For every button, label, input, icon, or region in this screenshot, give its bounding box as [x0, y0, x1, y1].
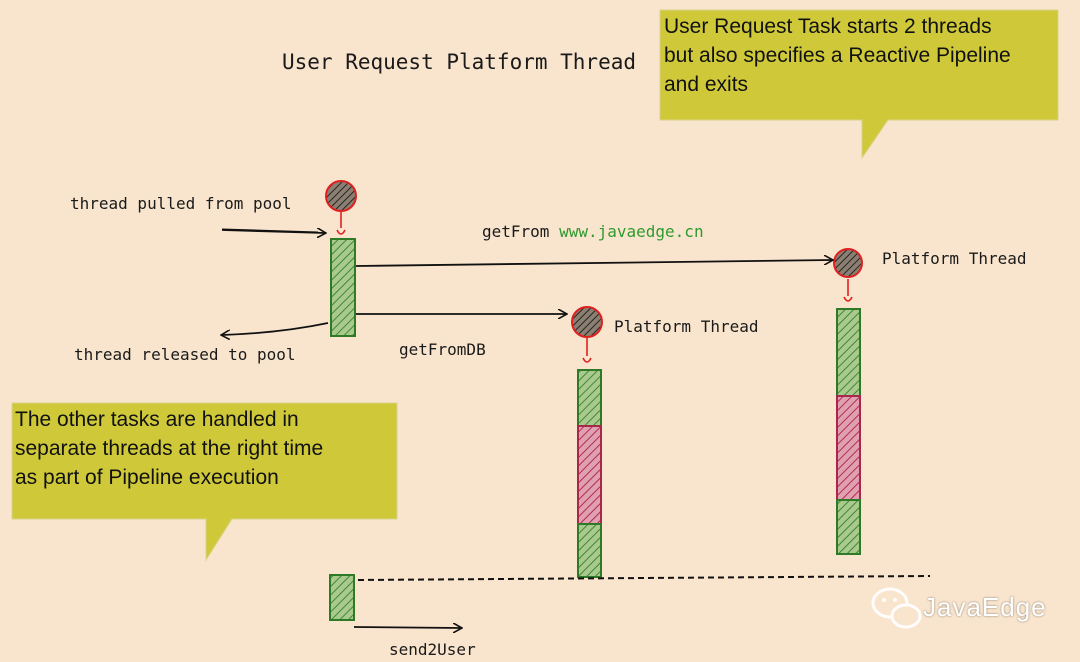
bottom-note-line: The other tasks are handled in	[15, 408, 299, 431]
label-platform-thread-top: Platform Thread	[882, 249, 1027, 268]
db-thread-bar-start	[577, 369, 602, 427]
thread-circle-web	[833, 248, 863, 302]
bottom-note-text: The other tasks are handled in separate …	[15, 405, 323, 492]
top-note-line: and exits	[664, 73, 749, 96]
top-note-line: User Request Task starts 2 threads	[664, 15, 992, 38]
db-thread-bar-end	[577, 523, 602, 578]
web-thread-bar-start	[836, 308, 861, 397]
arrow-pulled	[221, 230, 325, 233]
thread-circle-main	[325, 180, 357, 235]
pipeline-dashed-line	[357, 575, 931, 581]
top-note-text: User Request Task starts 2 threads but a…	[664, 12, 1011, 99]
diagram-title: User Request Platform Thread	[282, 50, 636, 74]
web-thread-bar-wait	[836, 395, 861, 501]
label-get-from: getFrom www.javaedge.cn	[482, 222, 704, 241]
thread-circle-db	[571, 306, 603, 363]
db-thread-bar-wait	[577, 425, 602, 525]
label-platform-thread-mid: Platform Thread	[614, 317, 759, 336]
label-send2user: send2User	[389, 640, 476, 659]
web-thread-bar-end	[836, 499, 861, 555]
bottom-note-line: as part of Pipeline execution	[15, 466, 279, 489]
label-thread-released: thread released to pool	[74, 345, 296, 364]
main-thread-bar	[330, 238, 356, 337]
send-thread-bar	[329, 574, 355, 621]
arrow-get-from	[355, 260, 832, 267]
wechat-icon	[871, 587, 922, 629]
bottom-note-line: separate threads at the right time	[15, 437, 324, 460]
watermark-text: JavaEdge	[923, 592, 1047, 622]
arrow-released	[222, 322, 329, 335]
label-get-from-db: getFromDB	[399, 340, 486, 359]
label-thread-pulled: thread pulled from pool	[70, 194, 292, 213]
arrow-send2user	[353, 627, 461, 628]
top-note-line: but also specifies a Reactive Pipeline	[664, 44, 1011, 67]
top-note	[659, 9, 1059, 160]
label-get-from-url: www.javaedge.cn	[559, 222, 704, 241]
bottom-note	[11, 402, 398, 562]
